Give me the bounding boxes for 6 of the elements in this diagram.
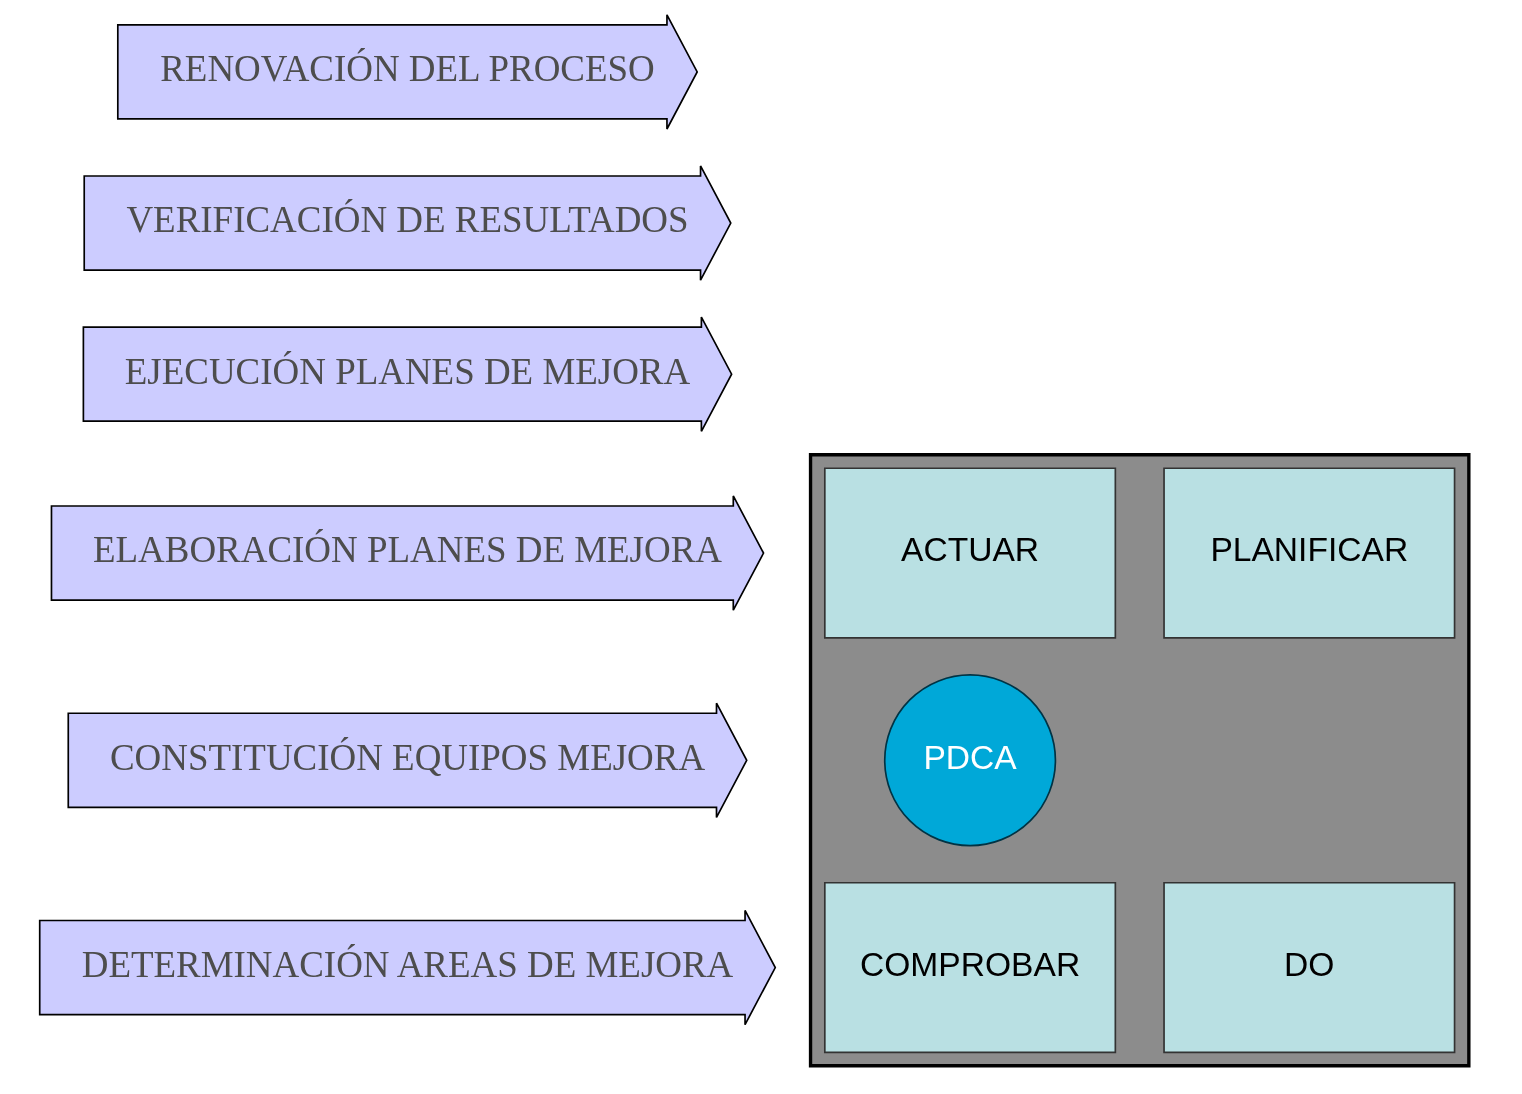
node-box: PLANIFICAR (1163, 467, 1456, 639)
node-box: ACTUAR (824, 467, 1117, 639)
node-box: COMPROBAR (824, 881, 1117, 1054)
node-box: DO (1163, 881, 1456, 1054)
node-circle: PDCA (883, 674, 1057, 847)
cluster (808, 453, 1471, 1068)
